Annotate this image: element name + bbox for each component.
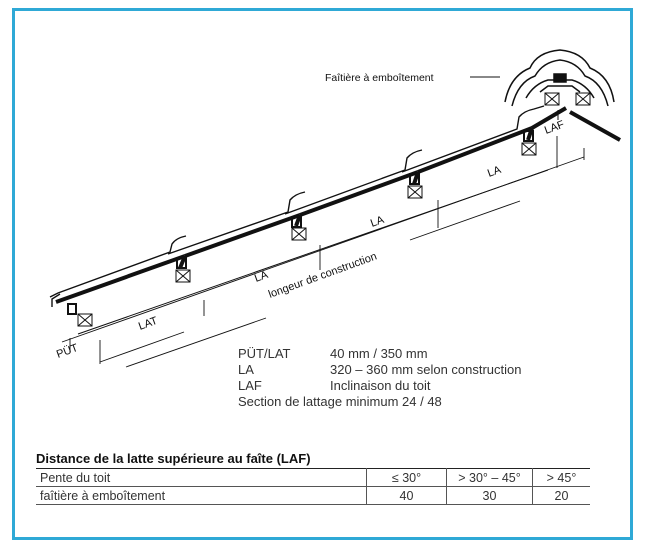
tile-hooks <box>67 130 534 315</box>
legend-key: LAF <box>238 378 262 393</box>
dim-la-label-1: LA <box>253 269 270 285</box>
table-header-cell: ≤ 30° <box>366 468 447 487</box>
legend-row: PÜT/LAT 40 mm / 350 mm <box>238 346 522 362</box>
legend-value: 40 mm / 350 mm <box>330 346 428 361</box>
legend-key: LA <box>238 362 254 377</box>
legend-row: LAF Inclinaison du toit <box>238 378 522 394</box>
legend-value: Inclinaison du toit <box>330 378 431 393</box>
construction-length-label: longeur de construction <box>267 250 379 300</box>
laf-table: Pente du toit ≤ 30° > 30° – 45° > 45° fa… <box>36 468 590 505</box>
legend-row: LA 320 – 360 mm selon construction <box>238 362 522 378</box>
dimension-lines <box>61 136 585 368</box>
legend: PÜT/LAT 40 mm / 350 mm LA 320 – 360 mm s… <box>238 346 522 410</box>
rafter <box>77 110 559 335</box>
legend-note: Section de lattage minimum 24 / 48 <box>238 394 442 409</box>
table-cell: 40 <box>366 486 447 505</box>
table-cell: 30 <box>446 486 533 505</box>
table-header-cell: Pente du toit <box>36 468 367 487</box>
roof-tiles <box>49 105 545 307</box>
ridge-tile <box>504 49 615 107</box>
table-header-row: Pente du toit ≤ 30° > 30° – 45° > 45° <box>36 468 590 487</box>
table-header-cell: > 45° <box>532 468 590 487</box>
table-cell: faîtière à emboîtement <box>36 486 367 505</box>
content-frame <box>12 8 633 540</box>
table-header-cell: > 30° – 45° <box>446 468 533 487</box>
table-cell: 20 <box>532 486 590 505</box>
dim-put-label: PÜT <box>55 342 80 361</box>
dim-la-label-3: LA <box>486 164 503 180</box>
table-row: faîtière à emboîtement 40 30 20 <box>36 486 590 505</box>
battens <box>77 92 591 327</box>
legend-key: PÜT/LAT <box>238 346 291 361</box>
dim-la-label-2: LA <box>369 214 386 230</box>
table-title: Distance de la latte supérieure au faîte… <box>36 451 311 466</box>
legend-value: 320 – 360 mm selon construction <box>330 362 522 377</box>
dim-lat-label: LAT <box>137 315 160 333</box>
ridge-label: Faîtière à emboîtement <box>325 72 434 84</box>
